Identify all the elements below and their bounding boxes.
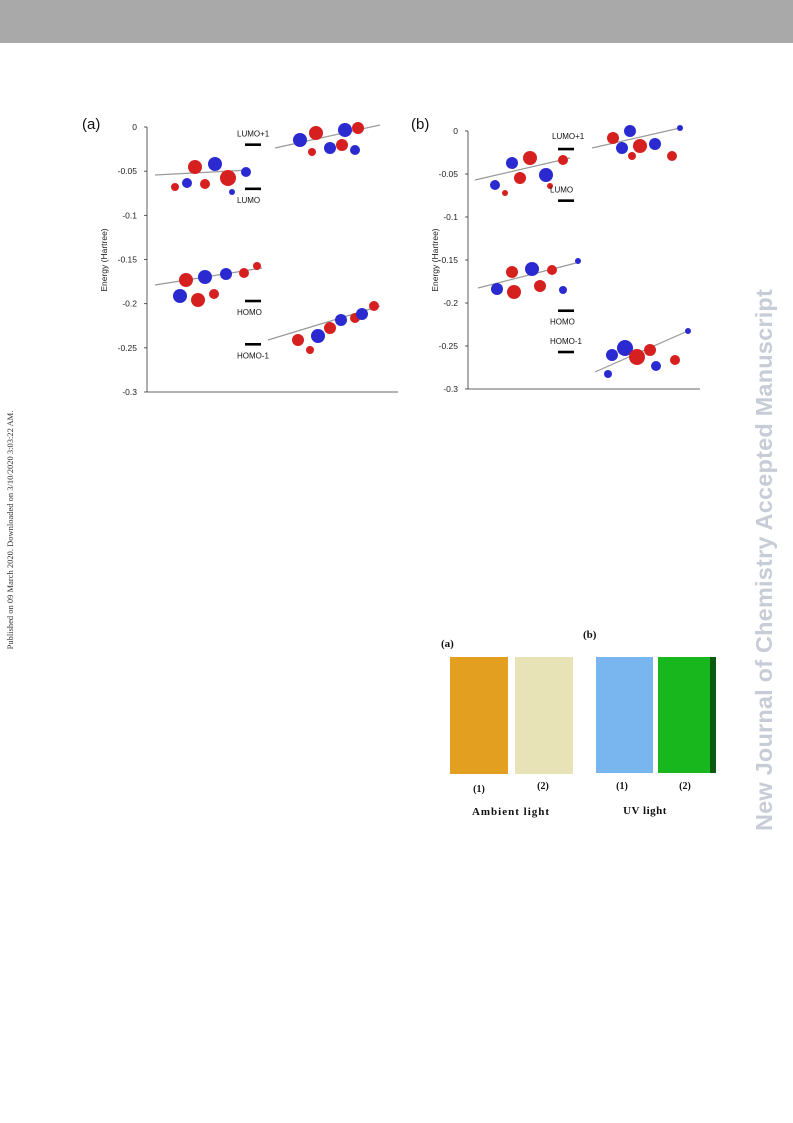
- caption-ambient-light: Ambient light: [472, 806, 550, 818]
- orbital-picture-homo-minus-1: [267, 301, 381, 354]
- sample-label: (2): [679, 781, 691, 792]
- y-tick-label: -0.25: [118, 343, 138, 353]
- orbital-picture-lumo-plus-1: [274, 122, 381, 156]
- energy-level-label: LUMO+1: [552, 132, 585, 141]
- y-tick-label: -0.1: [122, 210, 137, 220]
- orbital-picture-lumo-plus-1: [591, 125, 683, 161]
- photo-label-b: (b): [583, 629, 597, 641]
- header-bar: [0, 0, 793, 43]
- photo-label-a: (a): [441, 638, 454, 650]
- sample-label: (1): [473, 784, 485, 795]
- sample-label: (1): [616, 781, 628, 792]
- y-tick-label: -0.15: [439, 255, 459, 265]
- ambient-sample-1: [450, 657, 508, 774]
- panel-b: (b) 0 -0.05 -0.1 -0.15 -0.2 -0.25 -0.3 Energy …: [411, 116, 700, 394]
- uv-sample-2: [658, 657, 716, 773]
- energy-level-label: HOMO: [550, 318, 575, 327]
- y-tick-label: -0.15: [118, 255, 138, 265]
- ambient-sample-2: [515, 657, 573, 774]
- y-tick-label: -0.3: [122, 387, 137, 397]
- energy-level-label: HOMO-1: [550, 337, 583, 346]
- orbital-picture-lumo: [154, 157, 251, 195]
- y-tick-label: -0.05: [118, 166, 138, 176]
- energy-level-label: HOMO-1: [237, 351, 270, 360]
- y-tick-label: -0.2: [443, 298, 458, 308]
- y-axis-title: Energy (Hartree): [99, 228, 109, 291]
- y-tick-label: 0: [132, 122, 137, 132]
- energy-level-label: LUMO: [550, 186, 573, 195]
- photo-figure: (a) (b) (1) (2) (1) (2) Ambient light UV…: [441, 629, 716, 818]
- panel-a: (a) 0 -0.05 -0.1 -0.15 -0.2 -0.25 -0.3 Energy …: [82, 116, 398, 397]
- y-tick-label: -0.25: [439, 341, 459, 351]
- y-tick-label: -0.1: [443, 212, 458, 222]
- energy-level-label: HOMO: [237, 308, 262, 317]
- orbital-picture-homo: [154, 262, 263, 307]
- caption-uv-light: UV light: [623, 805, 667, 817]
- energy-level-label: LUMO+1: [237, 130, 270, 139]
- y-tick-label: 0: [453, 126, 458, 136]
- energy-level-label: LUMO: [237, 196, 260, 205]
- panel-a-label: (a): [82, 116, 100, 133]
- orbital-picture-lumo: [474, 151, 571, 196]
- sample-label: (2): [537, 781, 549, 792]
- y-axis-title: Energy (Hartree): [430, 228, 440, 291]
- orbital-picture-homo: [477, 258, 581, 299]
- orbital-picture-homo-minus-1: [594, 328, 691, 378]
- y-tick-label: -0.2: [122, 299, 137, 309]
- panel-b-label: (b): [411, 116, 429, 133]
- uv-sample-2-edge: [710, 657, 716, 773]
- y-tick-label: -0.3: [443, 384, 458, 394]
- uv-sample-1: [596, 657, 653, 773]
- y-tick-label: -0.05: [439, 169, 459, 179]
